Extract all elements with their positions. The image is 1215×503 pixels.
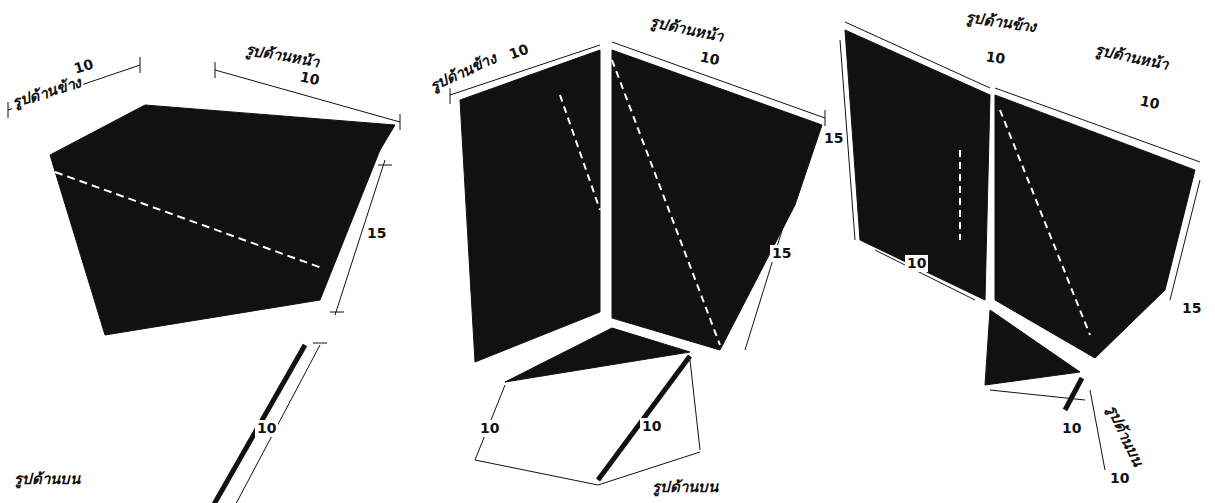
dimension-value: 10 [297,68,323,89]
view-label: รูปด้านหน้า [646,12,726,46]
dimension-value: 10 [697,48,723,69]
dimension-value: 10 [1060,420,1083,437]
dimension-value: 15 [822,130,845,147]
dimension-value: 10 [905,255,928,272]
view-label: รูปด้านข้าง [962,8,1039,36]
view-label: รูปด้านบน [1102,400,1148,471]
dimension-value: 10 [505,40,533,64]
dimension-value: 10 [478,420,501,437]
dimension-value: 15 [1180,300,1203,317]
dimension-value: 10 [640,418,663,435]
dimension-value: 10 [70,55,97,78]
dimension-value: 15 [365,225,388,242]
dimension-value: 10 [983,48,1009,68]
dimension-value: 10 [255,420,278,437]
view-label: รูปด้านข้าง [8,73,85,112]
view-label: รูปด้านหน้า [242,40,322,71]
dimension-value: 10 [1137,92,1163,113]
view-label: รูปด้านบน [650,478,720,496]
dimension-value: 10 [1108,470,1131,487]
view-label: รูปด้านหน้า [1091,40,1171,74]
dimension-value: 15 [770,245,793,262]
view-label: รูปด้านบน [12,470,82,488]
